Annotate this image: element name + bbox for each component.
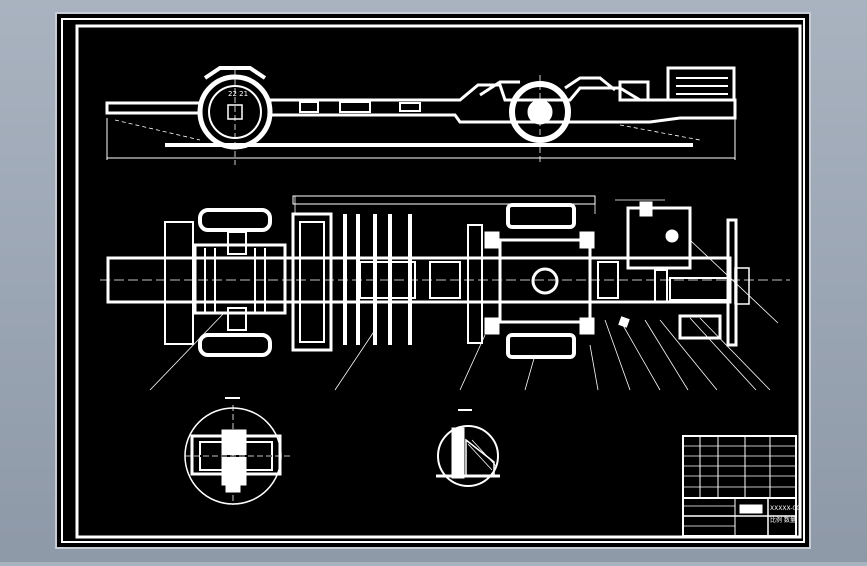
- front-wheel-top: [198, 208, 272, 232]
- plan-view: [100, 195, 790, 391]
- inner-border: [75, 24, 802, 539]
- title-block: XXXXX-00 比例 数量: [682, 435, 800, 537]
- section-view-b: [436, 409, 500, 487]
- rear-wheel-top: [506, 203, 576, 229]
- rear-housing: [666, 66, 736, 102]
- rear-wheel-bottom: [506, 333, 576, 359]
- title-block-row: 比例 数量: [770, 516, 796, 524]
- gearbox: [626, 206, 692, 270]
- top-view-center-label: 22 21: [228, 90, 248, 98]
- side-elevation-view: 22 21: [105, 66, 737, 165]
- front-wheel-bottom: [198, 333, 272, 357]
- section-view-a: [184, 397, 290, 505]
- outer-border: [61, 18, 805, 543]
- title-block-code: XXXXX-00: [770, 505, 800, 512]
